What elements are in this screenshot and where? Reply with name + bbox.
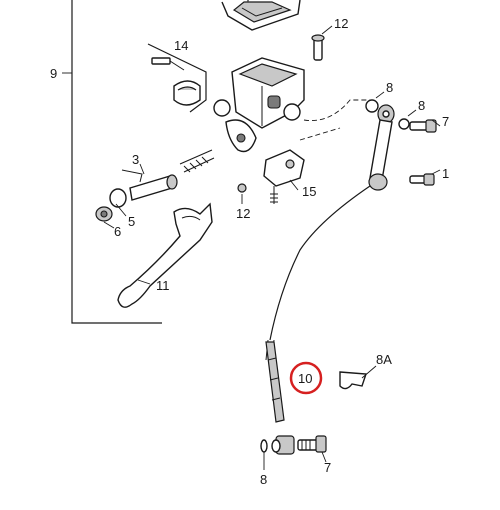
switch-15[interactable]: 15: [263, 149, 316, 204]
bolt-7-bottom[interactable]: 7: [297, 435, 331, 475]
callout-10: 10: [298, 371, 312, 386]
screw-12-middle[interactable]: 12: [236, 183, 250, 221]
callout-8-right: 8: [418, 98, 425, 113]
callout-8-upper: 8: [386, 80, 393, 95]
bushing-6[interactable]: 6: [95, 206, 121, 239]
callout-11: 11: [156, 278, 170, 293]
washer-8-right[interactable]: 8: [398, 98, 425, 130]
callout-10-highlight[interactable]: 10: [289, 361, 323, 395]
callout-8A: 8A: [376, 352, 392, 367]
bracket-8A[interactable]: 8A: [339, 352, 392, 390]
callout-15: 15: [302, 184, 316, 199]
callout-12-middle: 12: [236, 206, 250, 221]
hose-upper-section[interactable]: [368, 119, 393, 191]
lower-fitting[interactable]: [271, 435, 295, 455]
callout-12-top: 12: [334, 16, 348, 31]
piston-assembly-3[interactable]: 3 5: [109, 149, 215, 229]
reservoir-cover[interactable]: [221, 0, 301, 31]
washer-8-bottom[interactable]: 8: [260, 439, 268, 487]
callout-9: 9: [50, 66, 57, 81]
callout-7-bottom: 7: [324, 460, 331, 475]
bolt-12-top[interactable]: 12: [311, 16, 348, 61]
brake-line-10[interactable]: [265, 185, 371, 423]
bolt-1[interactable]: 1: [409, 166, 449, 186]
brake-lever-11[interactable]: 11: [117, 202, 213, 308]
callout-6: 6: [114, 224, 121, 239]
callout-1: 1: [442, 166, 449, 181]
clamp-14[interactable]: 14: [147, 38, 207, 113]
callout-5: 5: [128, 214, 135, 229]
callout-7-right: 7: [442, 114, 449, 129]
hydraulic-line-upper: [299, 99, 372, 141]
callout-3: 3: [132, 152, 139, 167]
washer-8-upper[interactable]: 8: [365, 80, 393, 113]
master-cylinder-body[interactable]: [213, 57, 305, 153]
bolt-7-right[interactable]: 7: [409, 114, 449, 133]
callout-14: 14: [174, 38, 188, 53]
callout-8-bottom: 8: [260, 472, 267, 487]
